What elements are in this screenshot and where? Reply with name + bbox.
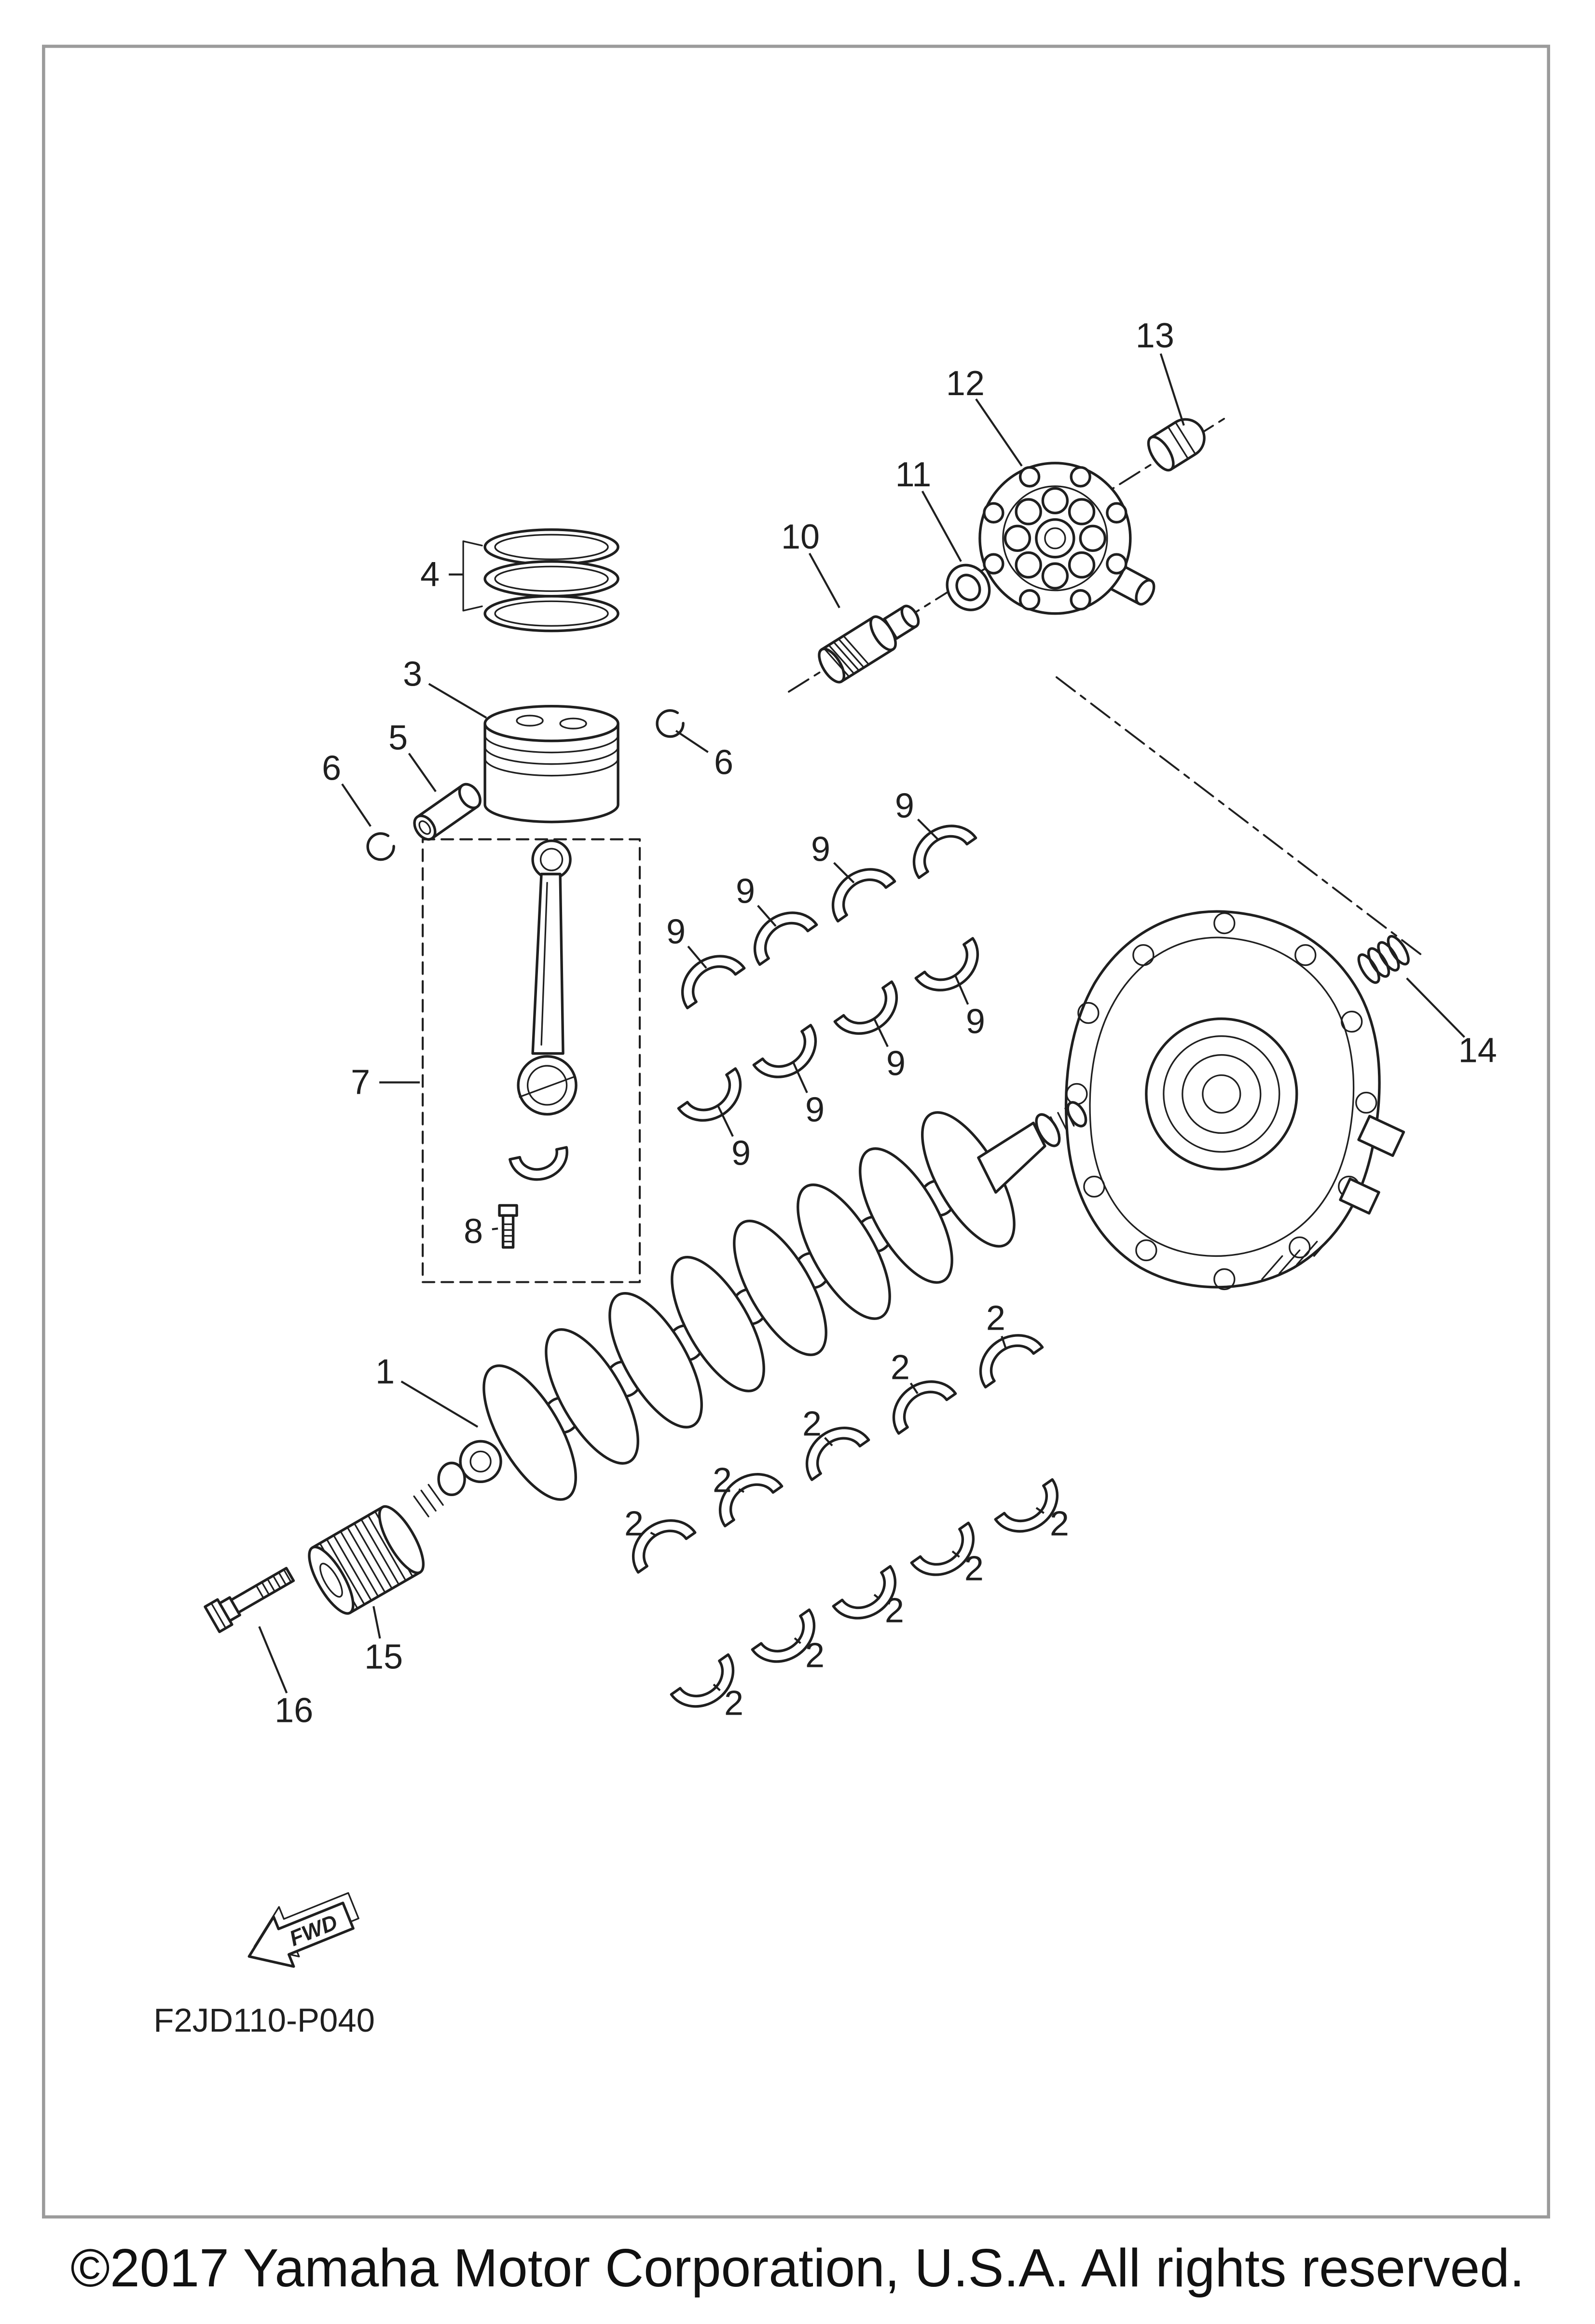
callout-6: 6 — [322, 749, 341, 788]
callout-8: 8 — [464, 1212, 483, 1251]
piston-pin — [413, 783, 481, 841]
callout-6: 6 — [714, 743, 733, 782]
crankshaft-rear-end — [977, 1101, 1087, 1194]
leader-line — [675, 729, 709, 753]
leader-line — [650, 1531, 657, 1537]
leader-line — [873, 1594, 880, 1600]
callout-9: 9 — [736, 872, 755, 911]
cap — [1147, 418, 1206, 472]
pump-shaft — [818, 605, 920, 684]
callout-2: 2 — [713, 1461, 732, 1499]
copyright-text: ©2017 Yamaha Motor Corporation, U.S.A. A… — [70, 2238, 1525, 2298]
leader-line — [873, 1018, 889, 1047]
leader-line — [341, 783, 371, 827]
diagram-code: F2JD110-P040 — [153, 2002, 375, 2039]
leader-line — [400, 1380, 479, 1428]
cover-bolt-holes — [1066, 912, 1377, 1291]
callout-2: 2 — [986, 1299, 1005, 1337]
rod-assembly-box — [422, 838, 641, 1283]
circlip-left — [366, 832, 395, 861]
callout-2: 2 — [805, 1636, 825, 1675]
mount-bolt — [204, 1567, 295, 1633]
leader-line — [687, 946, 707, 969]
callout-3: 3 — [403, 655, 422, 694]
leader-line — [833, 862, 855, 884]
leader-line — [717, 1105, 734, 1137]
callout-2: 2 — [724, 1684, 743, 1722]
leader-line — [372, 1606, 381, 1639]
callout-9: 9 — [805, 1091, 825, 1129]
leader-line — [757, 905, 777, 927]
callout-9: 9 — [811, 830, 830, 869]
callout-2: 2 — [624, 1504, 644, 1543]
callout-9: 9 — [895, 787, 914, 825]
callout-12: 12 — [946, 364, 985, 403]
leader-line — [909, 1382, 919, 1394]
leader-line — [428, 683, 487, 719]
leader-line — [713, 1683, 721, 1691]
damper — [308, 1505, 425, 1615]
leader-line — [808, 552, 840, 608]
coupling-flange — [978, 462, 1155, 615]
callout-5: 5 — [388, 719, 408, 757]
flange-scallops — [983, 466, 1128, 611]
leader-line — [954, 975, 969, 1005]
callout-7: 7 — [351, 1063, 370, 1102]
crankshaft-front-end — [413, 1440, 502, 1517]
washer — [946, 564, 991, 611]
callout-11: 11 — [895, 455, 932, 494]
leader-line — [1035, 1507, 1045, 1514]
leader-line — [824, 1437, 833, 1446]
leader-line — [1406, 977, 1465, 1038]
callout-15: 15 — [364, 1637, 403, 1676]
leader-line — [492, 1227, 498, 1230]
flange-holes — [1004, 487, 1107, 590]
fwd-marker: FWD — [248, 1892, 359, 1968]
connecting-rod — [509, 839, 578, 1181]
callout-14: 14 — [1458, 1031, 1497, 1070]
callout-2: 2 — [964, 1549, 984, 1588]
leader-line — [1159, 353, 1185, 426]
leader-line — [794, 1637, 801, 1644]
callout-2: 2 — [885, 1591, 904, 1630]
callout-9: 9 — [966, 1003, 985, 1041]
callout-9: 9 — [731, 1134, 751, 1173]
rod-bolt — [498, 1204, 518, 1249]
crankshaft — [413, 1101, 1087, 1517]
ring-bracket — [462, 540, 483, 612]
spring — [1357, 935, 1410, 984]
leader-line — [792, 1061, 808, 1093]
callout-10: 10 — [781, 518, 820, 556]
callout-2: 2 — [1050, 1504, 1069, 1543]
leader-line — [921, 490, 962, 562]
callout-16: 16 — [275, 1691, 313, 1730]
callout-2: 2 — [891, 1348, 910, 1387]
callout-9: 9 — [666, 913, 686, 951]
leader-line — [1001, 1335, 1007, 1349]
leader-line — [258, 1626, 288, 1694]
callout-9: 9 — [886, 1045, 906, 1083]
cover-hatching — [1261, 1232, 1335, 1280]
page-border — [42, 44, 1550, 2219]
crankcase-cover — [1064, 910, 1405, 1291]
leader-line — [917, 818, 939, 840]
leader-line — [408, 753, 437, 792]
callout-4: 4 — [420, 555, 440, 594]
callout-13: 13 — [1136, 316, 1174, 355]
callout-2: 2 — [802, 1404, 822, 1443]
leader-line — [738, 1488, 745, 1493]
piston-rings — [462, 528, 619, 633]
leader-line — [975, 398, 1023, 467]
callout-1: 1 — [375, 1352, 395, 1391]
leader-line — [951, 1550, 960, 1558]
circlip-right — [656, 709, 685, 738]
piston — [483, 704, 619, 824]
